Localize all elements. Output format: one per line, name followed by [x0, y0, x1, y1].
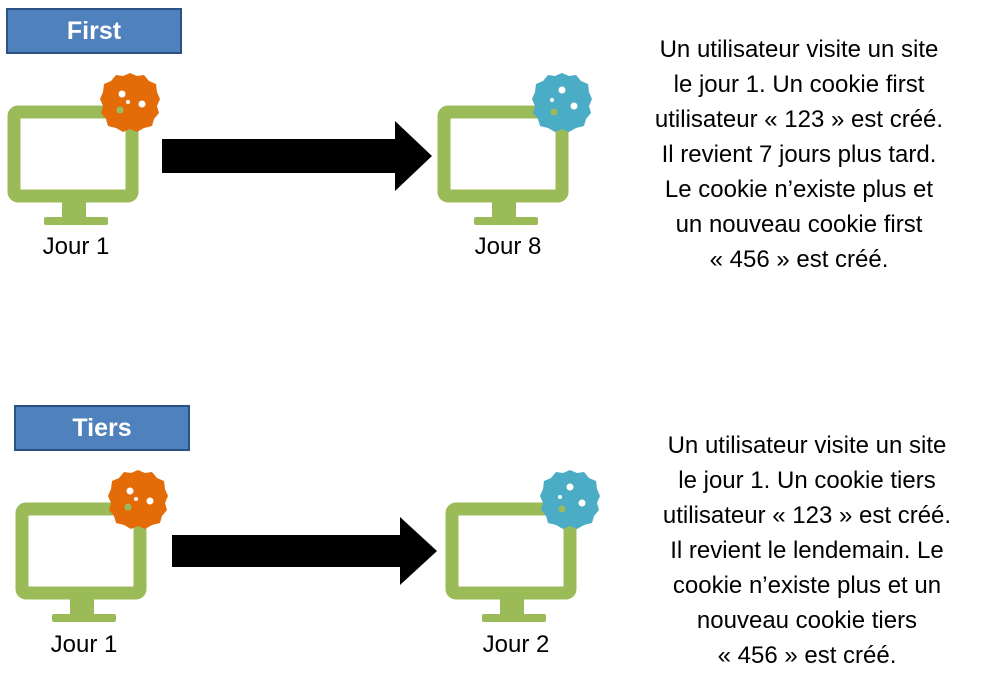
- description-line: Il revient le lendemain. Le: [670, 537, 944, 564]
- description: Un utilisateur visite un site le jour 1.…: [612, 428, 989, 673]
- section-label: Tiers: [14, 405, 190, 451]
- cookie-icon: [108, 469, 168, 529]
- day-label-to: Jour 2: [482, 631, 550, 658]
- day-label-from: Jour 1: [42, 233, 110, 260]
- section-first: First Jour 1: [6, 8, 989, 277]
- cookie-icon: [540, 469, 600, 529]
- cookie-icon: [532, 72, 592, 132]
- description-line: le jour 1. Un cookie tiers: [678, 467, 936, 494]
- computer-icon-day8: [437, 72, 592, 225]
- computer-icon-day2: [445, 469, 600, 622]
- description-line: Il revient 7 jours plus tard.: [661, 141, 937, 168]
- computer-icon-day1: [15, 469, 168, 622]
- day-label-from: Jour 1: [50, 631, 118, 658]
- description-line: « 456 » est créé.: [717, 642, 897, 669]
- description-line: « 456 » est créé.: [709, 246, 889, 273]
- section-tiers: Tiers Jour 1: [0, 339, 989, 678]
- computer-icon-day1: [7, 72, 160, 225]
- description-line: Le cookie n’existe plus et: [664, 176, 934, 203]
- description-line: le jour 1. Un cookie first: [673, 71, 925, 98]
- day-label-to: Jour 8: [474, 233, 542, 260]
- description-line: utilisateur « 123 » est créé.: [662, 502, 952, 529]
- arrow-icon: [172, 517, 437, 585]
- section-label: First: [6, 8, 182, 54]
- description-line: Un utilisateur visite un site: [667, 432, 947, 459]
- description-line: nouveau cookie tiers: [696, 607, 918, 634]
- description-line: un nouveau cookie first: [675, 211, 923, 238]
- description-line: Un utilisateur visite un site: [659, 36, 939, 63]
- description: Un utilisateur visite un site le jour 1.…: [604, 32, 989, 277]
- arrow-icon: [162, 121, 432, 191]
- cookie-icon: [100, 72, 160, 132]
- description-line: utilisateur « 123 » est créé.: [654, 106, 944, 133]
- description-line: cookie n’existe plus et un: [672, 572, 942, 599]
